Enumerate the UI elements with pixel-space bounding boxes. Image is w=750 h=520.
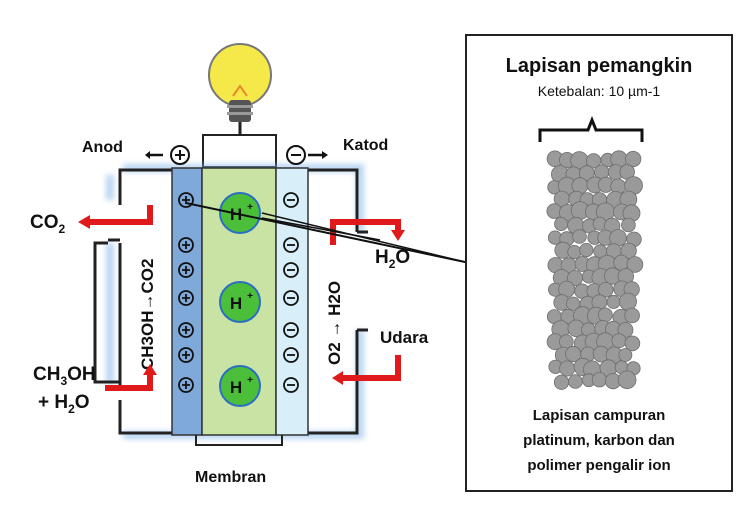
air-label: Udara — [380, 328, 429, 347]
catalyst-particle — [572, 229, 587, 244]
inset-title: Lapisan pemangkin — [506, 55, 693, 77]
plus-charge-icon — [178, 262, 194, 278]
light-bulb-icon — [208, 43, 272, 135]
svg-text:+: + — [247, 291, 253, 302]
cathode-label: Katod — [343, 137, 388, 154]
plus-charge-icon — [178, 377, 194, 393]
thickness-bracket — [538, 115, 644, 142]
plus-charge-icon — [178, 192, 194, 208]
housing-top — [118, 168, 359, 232]
plus-charge-icon — [178, 237, 194, 253]
anode-layer — [171, 167, 203, 436]
catalyst-particle — [597, 307, 613, 323]
catalyst-particle — [625, 150, 642, 168]
catalyst-particle — [621, 217, 636, 233]
catalyst-particle — [579, 243, 594, 258]
cathode-terminal — [286, 145, 328, 165]
catalyst-particle — [611, 333, 627, 349]
catalyst-particle — [620, 242, 637, 260]
cathode-reaction: O2 → H2O — [325, 281, 344, 365]
cathode-charges — [283, 192, 299, 393]
methanol-label: CH3OH — [33, 364, 96, 388]
air-in-arrow — [332, 355, 401, 385]
catalyst-particle — [597, 281, 614, 298]
minus-charge-icon — [283, 377, 299, 393]
plus-charge-icon — [178, 347, 194, 363]
zoom-lines — [185, 202, 466, 263]
catalyst-inset: Lapisan pemangkin Ketebalan: 10 µm-1 Lap… — [465, 34, 733, 492]
catalyst-particle — [591, 372, 608, 388]
inset-caption-1: Lapisan campuran — [533, 407, 666, 424]
svg-text:+: + — [247, 202, 253, 213]
inset-caption-2: platinum, karbon dan — [523, 432, 675, 449]
catalyst-particle — [626, 256, 644, 273]
catalyst-particle — [618, 348, 633, 362]
membrane-base — [195, 435, 283, 446]
inset-thickness: Ketebalan: 10 µm-1 — [538, 83, 661, 99]
co2-label: CO2 — [30, 212, 66, 236]
cathode-layer — [275, 167, 309, 436]
water-in-label: + H2O — [38, 392, 90, 416]
anode-reaction: CH3OH→CO2 — [138, 259, 157, 370]
anode-charges — [178, 192, 194, 393]
plus-charge-icon — [178, 290, 194, 306]
minus-charge-icon — [283, 322, 299, 338]
proton: H + — [219, 365, 261, 407]
catalyst-particle — [559, 360, 576, 377]
catalyst-particle — [568, 374, 583, 389]
minus-charge-icon — [283, 192, 299, 208]
svg-text:H: H — [230, 294, 242, 313]
minus-charge-icon — [283, 290, 299, 306]
catalyst-particle — [624, 307, 640, 324]
housing-bottom — [118, 243, 359, 435]
inset-caption-3: polimer pengalir ion — [527, 457, 670, 474]
catalyst-particles — [546, 150, 644, 390]
minus-charge-icon — [283, 347, 299, 363]
catalyst-particle — [554, 216, 569, 231]
catalyst-particle — [624, 335, 641, 352]
plus-charge-icon — [178, 322, 194, 338]
catalyst-particle — [617, 370, 637, 390]
svg-text:H: H — [230, 378, 242, 397]
load-terminal — [202, 134, 277, 168]
anode-label: Anod — [82, 139, 123, 156]
membrane-label: Membran — [195, 469, 266, 486]
co2-out-arrow — [78, 205, 153, 229]
proton: H + — [219, 281, 261, 323]
water-out-label: H2O — [375, 247, 410, 271]
catalyst-particle — [567, 245, 582, 260]
catalyst-particle — [553, 374, 570, 390]
proton: H + — [219, 192, 261, 234]
catalyst-particle — [613, 254, 630, 271]
methanol-in-arrow — [105, 364, 157, 391]
catalyst-particle — [618, 292, 637, 311]
minus-charge-icon — [283, 237, 299, 253]
anode-terminal — [145, 145, 190, 165]
minus-charge-icon — [283, 262, 299, 278]
svg-text:+: + — [247, 375, 253, 386]
catalyst-particle — [606, 294, 621, 309]
